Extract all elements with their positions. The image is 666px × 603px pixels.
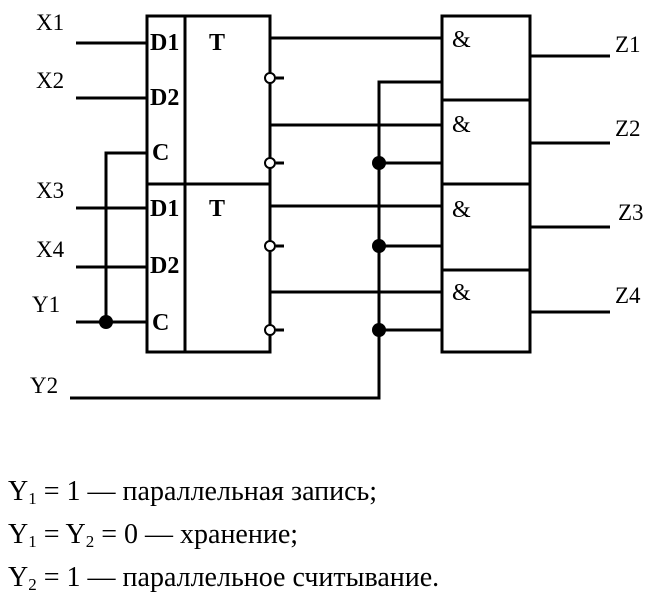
trigger-top-d1-label: D1 <box>150 30 179 56</box>
inverse-output-bubble <box>264 240 276 252</box>
legend-var: Y <box>8 562 29 593</box>
trigger-bottom-body <box>183 182 272 354</box>
junction-y2 <box>372 323 386 337</box>
legend-line-write: Y1 = 1 — параллельная запись; <box>8 474 439 517</box>
legend-text: = 1 — параллельная запись; <box>36 476 378 507</box>
trigger-top-c-label: C <box>152 140 169 166</box>
output-z4-label: Z4 <box>615 283 641 308</box>
trigger-bottom-d2-label: D2 <box>150 253 179 279</box>
mode-legend: Y1 = 1 — параллельная запись; Y1 = Y2 = … <box>8 474 439 603</box>
junction-y1 <box>99 315 113 329</box>
junction-y2 <box>372 239 386 253</box>
and-gate-1-symbol: & <box>452 27 471 53</box>
input-x4-label: X4 <box>36 237 65 262</box>
input-x1-label: X1 <box>36 10 64 35</box>
output-z3-label: Z3 <box>618 200 644 225</box>
trigger-bottom-d1-label: D1 <box>150 196 179 222</box>
trigger-top-d2-label: D2 <box>150 85 179 111</box>
input-y1-label: Y1 <box>32 292 60 317</box>
legend-mid-subscript: 2 <box>85 532 95 551</box>
and-gate-3-symbol: & <box>452 197 471 223</box>
logic-circuit-diagram: D1 D2 C T D1 D2 C T & & & & X1 X2 X3 X4 … <box>30 10 644 400</box>
inverse-output-bubble <box>264 72 276 84</box>
legend-mid: = Y <box>36 519 86 550</box>
trigger-top-body <box>183 14 272 186</box>
trigger-bottom-c-label: C <box>152 310 169 336</box>
legend-var-subscript: 1 <box>28 489 37 508</box>
and-gate-4-symbol: & <box>452 280 471 306</box>
legend-text: = 1 — параллельное считывание. <box>36 562 440 593</box>
inverse-output-bubble <box>264 324 276 336</box>
and-gate-2-symbol: & <box>452 112 471 138</box>
legend-line-store: Y1 = Y2 = 0 — хранение; <box>8 517 439 560</box>
legend-var: Y <box>8 519 29 550</box>
trigger-bottom-t-label: T <box>209 196 225 222</box>
input-y2-label: Y2 <box>30 373 58 398</box>
legend-text: = 0 — хранение; <box>94 519 299 550</box>
legend-line-read: Y2 = 1 — параллельное считывание. <box>8 560 439 603</box>
junction-y2 <box>372 156 386 170</box>
output-z2-label: Z2 <box>615 116 641 141</box>
input-x3-label: X3 <box>36 178 64 203</box>
legend-var: Y <box>8 476 29 507</box>
inverse-output-bubble <box>264 157 276 169</box>
output-z1-label: Z1 <box>615 32 641 57</box>
legend-var-subscript: 2 <box>28 575 37 594</box>
and-gate-1 <box>440 14 532 102</box>
trigger-top-t-label: T <box>209 30 225 56</box>
input-x2-label: X2 <box>36 68 64 93</box>
legend-var-subscript: 1 <box>28 532 37 551</box>
wire-c-top <box>104 151 147 322</box>
